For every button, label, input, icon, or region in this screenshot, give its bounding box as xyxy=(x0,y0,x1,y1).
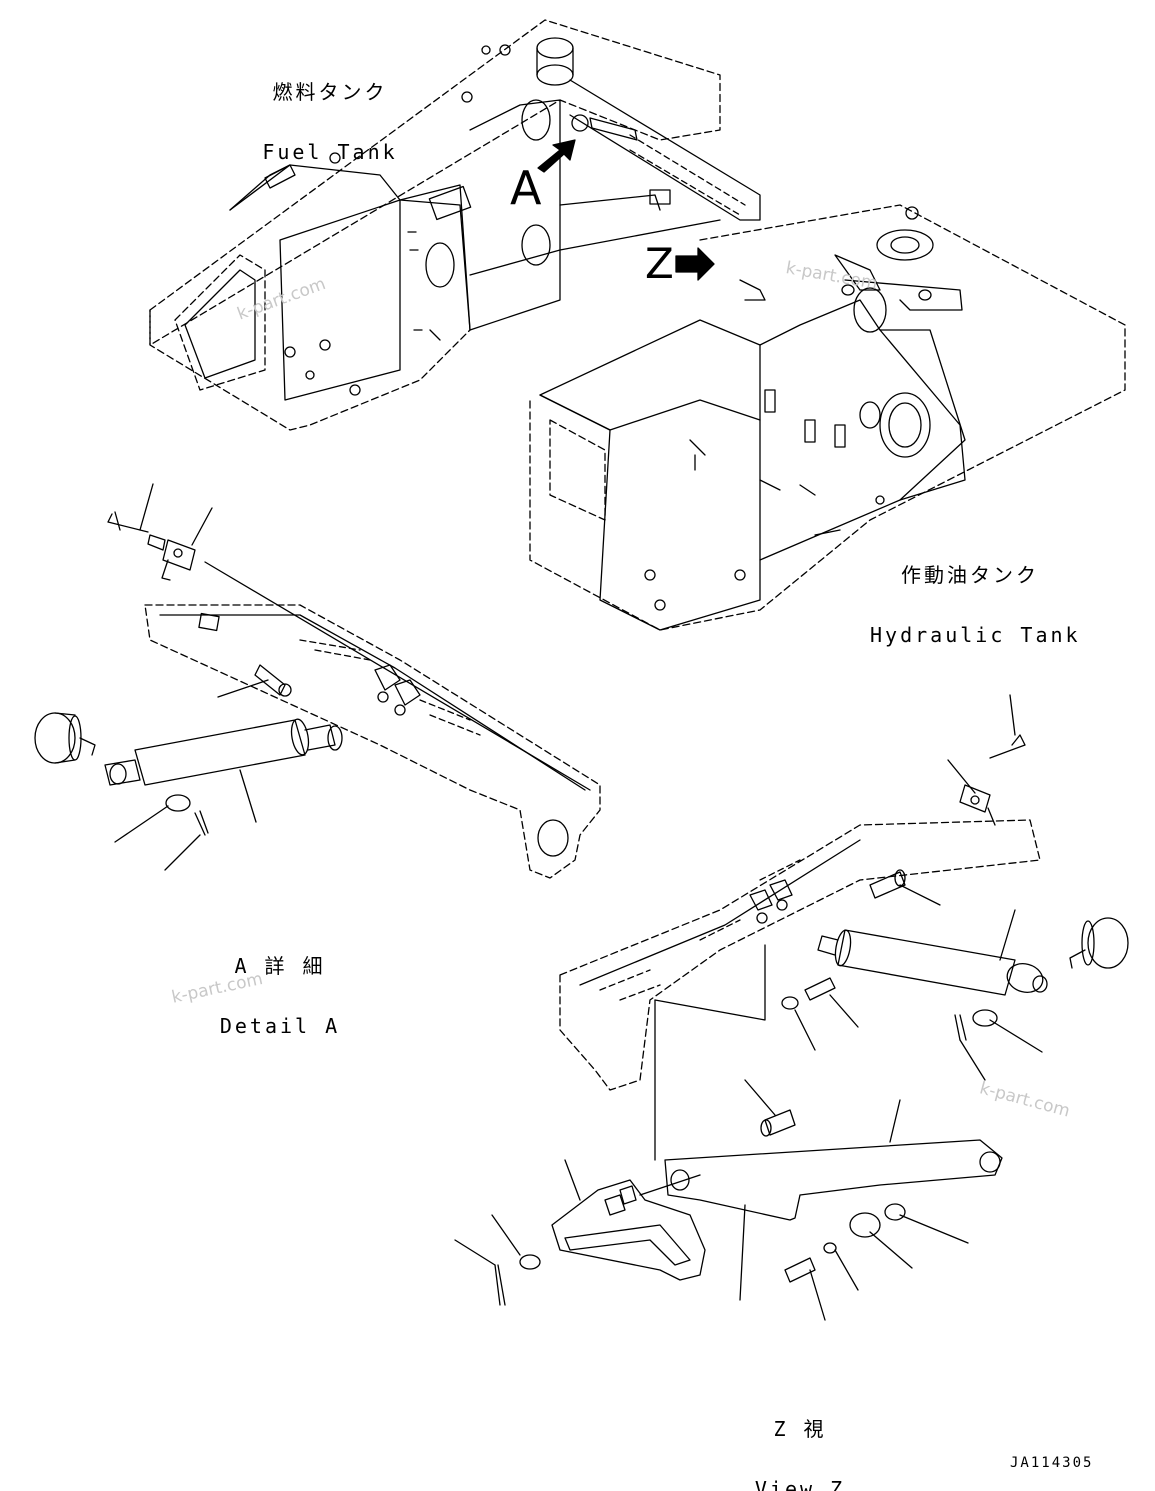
hydraulic-tank-assembly xyxy=(529,204,1126,631)
arrow-z xyxy=(675,247,715,281)
hydraulic-tank-label-en: Hydraulic Tank xyxy=(870,622,1081,647)
view-z-label-en: View Z xyxy=(754,1476,846,1491)
view-z-assembly xyxy=(454,694,1129,1321)
drawing-code: JA114305 xyxy=(1010,1455,1094,1471)
tank-link-pipe xyxy=(469,79,761,276)
hydraulic-tank-label-jp: 作動油タンク xyxy=(901,562,1039,587)
detail-a-assembly xyxy=(34,483,601,879)
arrow-a xyxy=(537,139,576,173)
view-z-label: Z 視 View Z xyxy=(740,1381,860,1491)
fuel-tank-assembly xyxy=(149,19,721,431)
detail-a-label-jp: A 詳 細 xyxy=(234,953,326,978)
fuel-tank-label-jp: 燃料タンク xyxy=(272,79,388,104)
callout-z: Z xyxy=(645,239,674,288)
fuel-tank-label: 燃料タンク Fuel Tank xyxy=(250,44,410,200)
detail-a-label: A 詳 細 Detail A xyxy=(215,918,345,1074)
fuel-tank-label-en: Fuel Tank xyxy=(262,139,398,164)
view-z-label-jp: Z 視 xyxy=(773,1416,827,1441)
callout-a: A xyxy=(510,161,542,215)
detail-a-label-en: Detail A xyxy=(219,1013,341,1038)
hydraulic-tank-label: 作動油タンク Hydraulic Tank xyxy=(870,527,1081,683)
